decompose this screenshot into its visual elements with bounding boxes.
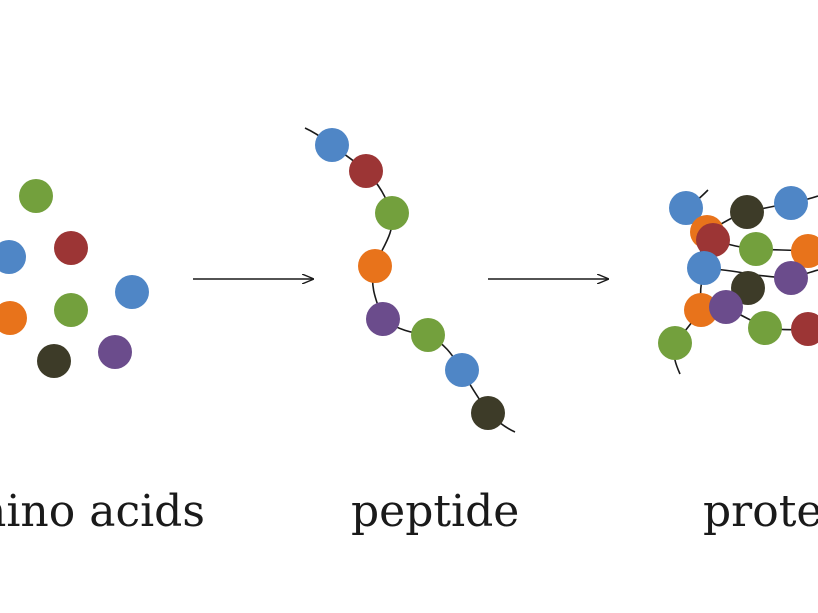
protein-residue-dark — [730, 195, 764, 229]
protein-structure — [658, 186, 818, 375]
protein-residue-blue — [669, 191, 703, 225]
amino-acid-orange — [0, 301, 27, 335]
protein-residue-green — [748, 311, 782, 345]
amino-acid-dark — [37, 344, 71, 378]
amino-acid-blue — [0, 240, 26, 274]
protein-residue-red — [791, 312, 818, 346]
peptide-residue-blue — [315, 128, 349, 162]
amino-acid-green — [54, 293, 88, 327]
peptide-residue-red — [349, 154, 383, 188]
amino-acids-cluster — [0, 179, 149, 378]
protein-residue-blue — [774, 186, 808, 220]
protein-label: protei — [703, 486, 818, 537]
peptide-chain — [304, 127, 516, 433]
protein-residue-purple — [774, 261, 808, 295]
protein-residue-green — [739, 232, 773, 266]
protein-residue-purple — [709, 290, 743, 324]
peptide-label: peptide — [351, 486, 520, 537]
peptide-residue-purple — [366, 302, 400, 336]
peptide-residue-green — [375, 196, 409, 230]
protein-residue-dark — [731, 271, 765, 305]
protein-residue-red — [696, 223, 730, 257]
amino-acid-green — [19, 179, 53, 213]
peptide-residue-blue — [445, 353, 479, 387]
protein-residue-blue — [687, 251, 721, 285]
peptide-residue-orange — [358, 249, 392, 283]
amino-acid-blue — [115, 275, 149, 309]
protein-residue-green — [658, 326, 692, 360]
amino-acid-purple — [98, 335, 132, 369]
peptide-residue-green — [411, 318, 445, 352]
peptide-residue-dark — [471, 396, 505, 430]
protein-residue-orange — [791, 234, 818, 268]
peptide-backbone — [304, 127, 516, 433]
protein-residue-orange — [684, 293, 718, 327]
amino-acids-label: nino acids — [0, 486, 205, 537]
amino-acid-red — [54, 231, 88, 265]
